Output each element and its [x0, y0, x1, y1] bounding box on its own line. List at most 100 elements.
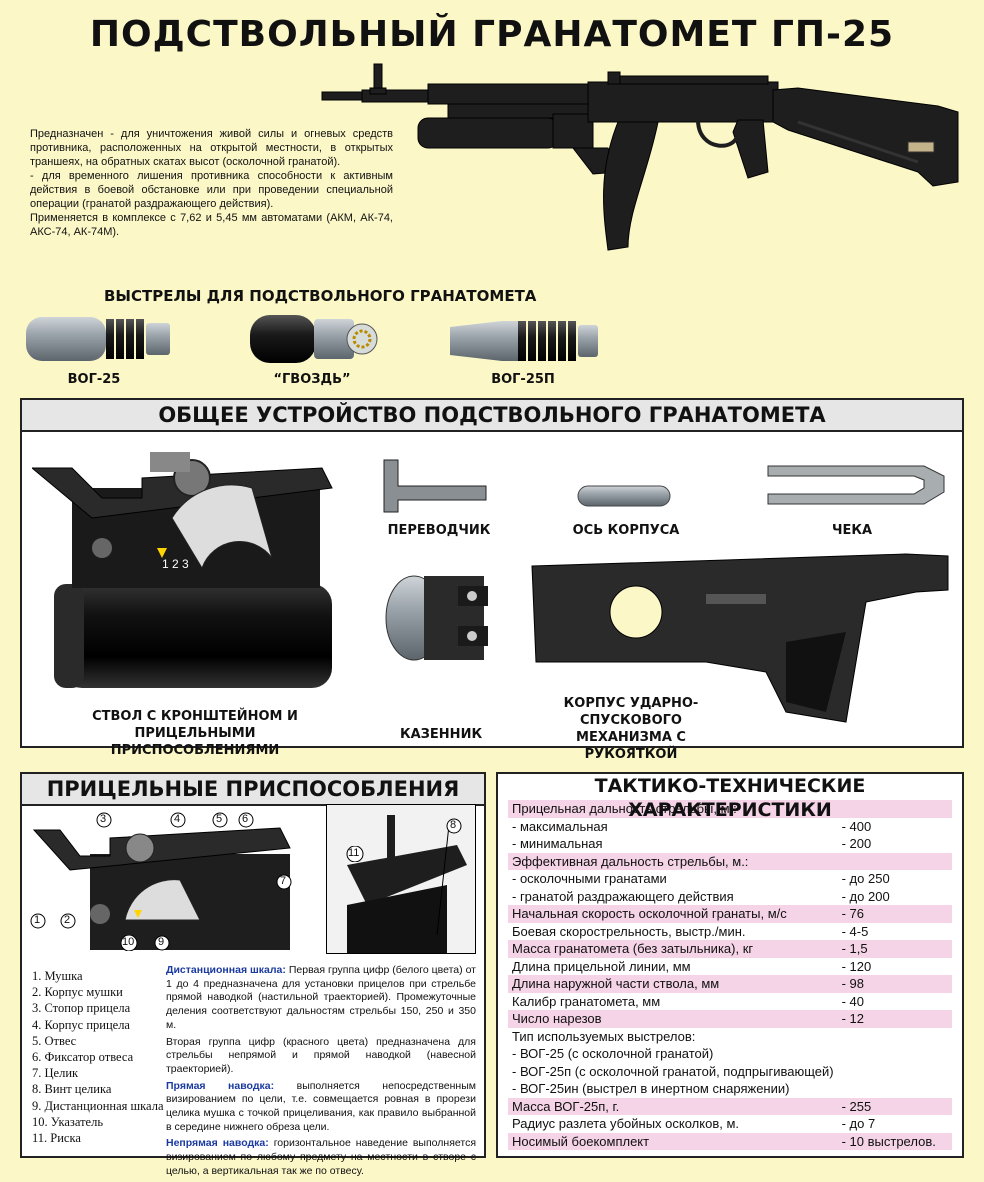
tth-value: - 10 выстрелов. — [837, 1132, 952, 1150]
tth-row: Боевая скорострельность, выстр./мин.- 4-… — [508, 923, 952, 941]
tth-value — [838, 1045, 952, 1063]
tth-label: - ВОГ-25п (с осколочной гранатой, подпры… — [512, 1063, 834, 1079]
rear-sight-image — [347, 815, 467, 953]
gvozd-image — [250, 315, 378, 363]
tth-label: Радиус разлета убойных осколков, м. — [512, 1116, 739, 1132]
pin-label: ЧЕКА — [831, 523, 873, 538]
tth-value — [838, 1080, 952, 1098]
tth-label: Масса гранатомета (без затыльника), кг — [508, 940, 838, 958]
tth-row: - минимальная - 200 — [508, 835, 952, 853]
axle-image — [577, 485, 671, 507]
ammo-label-vog25: ВОГ-25 — [67, 372, 121, 387]
tth-value — [838, 1028, 952, 1046]
trigger-body-image — [531, 553, 949, 723]
rifle-with-launcher-image — [321, 63, 959, 251]
tth-label: Носимый боекомплект — [508, 1132, 838, 1150]
tth-row: - ВОГ-25п (с осколочной гранатой, подпры… — [508, 1063, 952, 1081]
callout-6: 6 — [238, 812, 254, 831]
barrel-label: СТВОЛ С КРОНШТЕЙНОМ И ПРИЦЕЛЬНЫМИ ПРИСПО… — [92, 709, 298, 758]
legend-item: 8. Винт целика — [32, 1082, 112, 1097]
device-heading: ОБЩЕЕ УСТРОЙСТВО ПОДСТВОЛЬНОГО ГРАНАТОМЕ… — [22, 400, 962, 432]
intro-text: Предназначен - для уничтожения живой сил… — [30, 127, 393, 239]
tth-row: Число нарезов- 12 — [508, 1010, 952, 1028]
desc-indirect-aim: Непрямая наводка: горизонтальное наведен… — [166, 1137, 477, 1177]
legend-item: 1. Мушка — [32, 969, 83, 983]
legend-item: 9. Дистанционная шкала — [32, 1098, 164, 1113]
intro-purpose-2: - для временного лишения противника спос… — [30, 170, 393, 210]
tth-heading: ТАКТИКО-ТЕХНИЧЕСКИЕ ХАРАКТЕРИСТИКИ — [498, 774, 962, 821]
tth-value: - 1,5 — [837, 940, 952, 958]
tth-row: Масса гранатомета (без затыльника), кг- … — [508, 940, 952, 958]
intro-usage: Применяется в комплексе с 7,62 и 5,45 мм… — [30, 212, 393, 238]
tth-row: Эффективная дальность стрельбы, м.: — [508, 852, 952, 870]
callout-10: 10 — [120, 934, 138, 954]
axle-label: ОСЬ КОРПУСА — [572, 523, 680, 538]
legend-item: 7. Целик — [32, 1066, 79, 1081]
desc-direct-aim: Прямая наводка: выполняется непосредстве… — [166, 1079, 477, 1133]
pin-image — [767, 465, 945, 505]
trigger-body-label: КОРПУС УДАРНО-СПУСКОВОГО МЕХАНИЗМА С РУК… — [563, 696, 699, 762]
callout-3: 3 — [96, 812, 112, 831]
legend-item: 2. Корпус мушки — [32, 985, 123, 1000]
scale-marks: 1 2 3 — [162, 557, 189, 571]
tth-label: Начальная скорость осколочной гранаты, м… — [508, 905, 838, 923]
ammo-label-gvozd: “ГВОЗДЬ” — [273, 372, 351, 387]
tth-panel: ТАКТИКО-ТЕХНИЧЕСКИЕ ХАРАКТЕРИСТИКИ Прице… — [496, 772, 964, 1158]
callout-11: 11 — [346, 845, 364, 865]
tth-table: Прицельная дальность стрельбы, м.:- макс… — [508, 800, 952, 1150]
tth-row: - осколочными гранатами - до 250 — [508, 870, 952, 888]
selector-image — [383, 459, 487, 513]
tth-label: - осколочными гранатами — [512, 871, 667, 887]
tth-value — [838, 1063, 952, 1081]
tth-label: Длина прицельной линии, мм — [512, 958, 691, 974]
sights-legend: 1. Мушка 2. Корпус мушки 3. Стопор прице… — [32, 968, 164, 1146]
callout-2: 2 — [60, 913, 76, 932]
tth-label: Калибр гранатомета, мм — [512, 993, 661, 1009]
desc-range-scale: Дистанционная шкала: Первая группа цифр … — [166, 964, 476, 1031]
breech-label: КАЗЕННИК — [400, 727, 483, 742]
tth-label: - ВОГ-25ин (выстрел в инертном снаряжени… — [512, 1081, 790, 1097]
tth-label: Тип используемых выстрелов: — [512, 1028, 696, 1044]
legend-item: 6. Фиксатор отвеса — [32, 1050, 134, 1065]
tth-value: - 40 — [841, 993, 865, 1009]
tth-value: - 76 — [837, 905, 952, 923]
tth-label: - минимальная — [512, 836, 603, 852]
legend-item: 11. Риска — [32, 1131, 81, 1146]
tth-value: - 98 — [837, 975, 952, 993]
tth-value: - до 7 — [841, 1116, 876, 1132]
tth-value: - 4-5 — [841, 923, 869, 939]
tth-row: Калибр гранатомета, мм - 40 — [508, 993, 952, 1011]
tth-value: - 255 — [837, 1097, 952, 1115]
vog25p-image — [450, 321, 598, 361]
tth-label: - ВОГ-25 (с осколочной гранатой) — [512, 1046, 714, 1062]
tth-value: - 400 — [841, 818, 872, 834]
tth-value — [837, 800, 952, 818]
tth-row: Масса ВОГ-25п, г.- 255 — [508, 1097, 952, 1115]
page-title: ПОДСТВОЛЬНЫЙ ГРАНАТОМЕТ ГП-25 — [89, 14, 895, 55]
legend-item: 5. Отвес — [32, 1033, 77, 1048]
barrel-assembly-image: 1 2 3 — [32, 452, 333, 688]
selector-label: ПЕРЕВОДЧИК — [387, 523, 491, 538]
tth-label: - максимальная — [512, 818, 608, 834]
tth-label: Число нарезов — [508, 1010, 838, 1028]
legend-item: 4. Корпус прицела — [32, 1017, 130, 1032]
ammo-heading: ВЫСТРЕЛЫ ДЛЯ ПОДСТВОЛЬНОГО ГРАНАТОМЕТА — [104, 287, 537, 305]
tth-value: - 12 — [837, 1010, 952, 1028]
tth-value: - до 250 — [841, 871, 890, 887]
tth-row: - ВОГ-25 (с осколочной гранатой) — [508, 1045, 952, 1063]
sights-heading: ПРИЦЕЛЬНЫЕ ПРИСПОСОБЛЕНИЯ — [22, 774, 484, 806]
tth-value — [837, 852, 952, 870]
sights-description: Дистанционная шкала: Первая группа цифр … — [166, 964, 476, 1182]
callout-1: 1 — [30, 913, 46, 932]
tth-row: - гранатой раздражающего действия - до 20… — [508, 888, 952, 906]
ammo-label-vog25p: ВОГ-25П — [491, 372, 555, 387]
tth-label: Масса ВОГ-25п, г. — [508, 1097, 838, 1115]
tth-label: Длина наружной части ствола, мм — [508, 975, 838, 993]
tth-row: - ВОГ-25ин (выстрел в инертном снаряжени… — [508, 1080, 952, 1098]
legend-item: 3. Стопор прицела — [32, 1001, 131, 1016]
tth-label: Эффективная дальность стрельбы, м.: — [508, 852, 838, 870]
tth-value: - 200 — [841, 836, 872, 852]
callout-7: 7 — [276, 874, 292, 893]
tth-value: - до 200 — [841, 888, 890, 904]
tth-label: - гранатой раздражающего действия — [512, 888, 734, 904]
